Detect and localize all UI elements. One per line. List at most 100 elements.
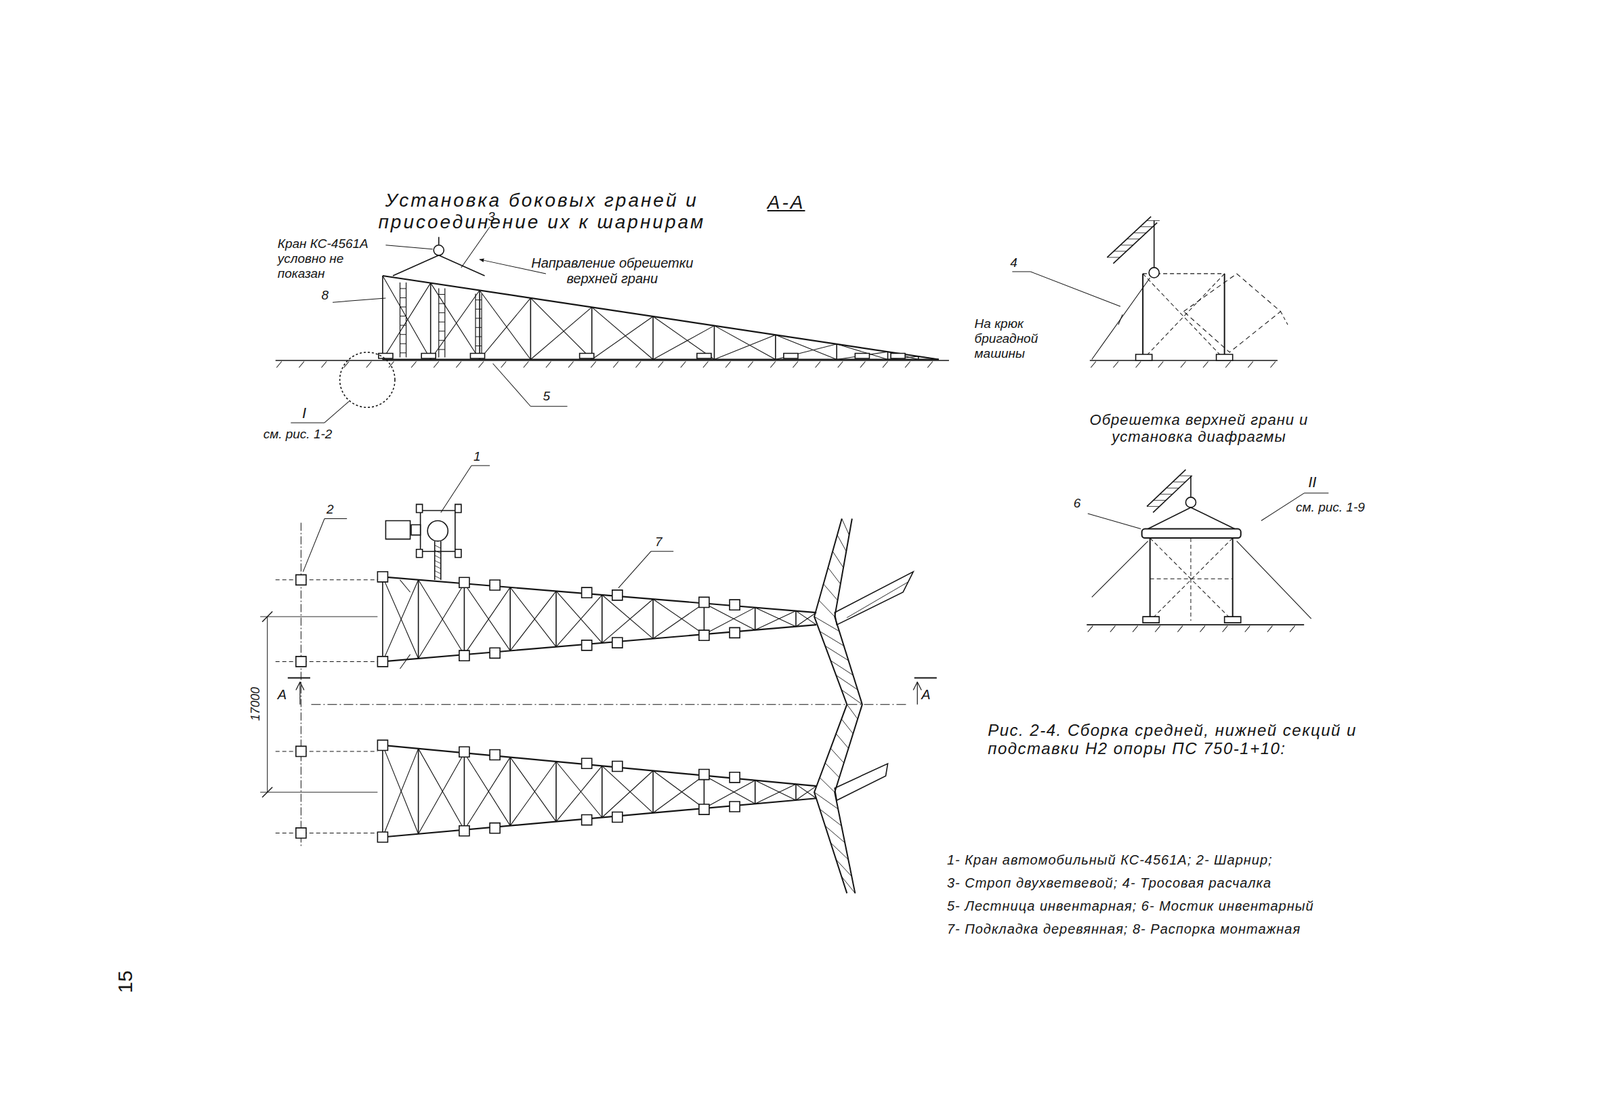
callout-number: 1 bbox=[473, 449, 481, 465]
ladder-rung bbox=[438, 330, 446, 332]
ground-hatch bbox=[1222, 625, 1229, 633]
ground-hatch bbox=[658, 361, 664, 368]
pad-symbol bbox=[489, 647, 500, 658]
tilted-face-dashed bbox=[1183, 273, 1281, 353]
section-arrow bbox=[917, 682, 918, 705]
ground-hatch bbox=[927, 361, 933, 368]
axis-line bbox=[275, 661, 378, 662]
body-lattice bbox=[825, 825, 845, 843]
diagonal-member bbox=[1142, 273, 1225, 360]
diagonal-member bbox=[795, 611, 817, 626]
ladder-rung bbox=[400, 287, 407, 289]
note-text: На крюк бригадной машины bbox=[974, 316, 1062, 362]
diagonal-member bbox=[795, 612, 817, 627]
ground-hatch bbox=[1270, 361, 1276, 368]
note-text: Кран КС-4561А условно не показан bbox=[277, 236, 381, 282]
ground-hatch bbox=[478, 361, 484, 368]
ladder-rung bbox=[438, 303, 446, 305]
diagonal-member bbox=[755, 780, 796, 800]
arm-chord bbox=[382, 745, 817, 786]
callout-number: 5 bbox=[542, 388, 551, 404]
pad-symbol bbox=[1142, 616, 1160, 623]
callout-number: 7 bbox=[655, 534, 663, 550]
axis-line bbox=[275, 832, 378, 834]
ground-hatch bbox=[882, 361, 889, 368]
ground-hatch bbox=[1090, 361, 1097, 368]
dimension-tick bbox=[262, 787, 273, 798]
crane-rope bbox=[1153, 220, 1155, 268]
diagonal-member bbox=[1150, 537, 1233, 621]
pad-symbol bbox=[581, 587, 593, 598]
diagonal-member bbox=[888, 351, 919, 360]
diagonal-member bbox=[382, 579, 419, 662]
leader-line bbox=[471, 465, 490, 467]
section-heading: Установка боковых граней и присоединение… bbox=[352, 189, 732, 234]
diagonal-member bbox=[530, 298, 592, 360]
vertical-member bbox=[703, 602, 706, 635]
dimension-line bbox=[266, 616, 268, 792]
hinge-symbol bbox=[296, 745, 307, 756]
leader-line bbox=[385, 245, 433, 250]
hinge-symbol bbox=[296, 656, 307, 667]
guy-rope bbox=[1236, 541, 1312, 619]
ladder-rung bbox=[400, 352, 407, 353]
diagonal-member bbox=[382, 748, 419, 838]
leader-line bbox=[302, 518, 325, 572]
vertical-member bbox=[555, 590, 557, 647]
outrigger-symbol bbox=[455, 549, 462, 558]
pad-symbol bbox=[489, 749, 500, 760]
ground-hatch bbox=[703, 361, 709, 368]
ground-hatch bbox=[1200, 625, 1206, 633]
boom-lattice bbox=[1140, 226, 1153, 227]
axis-line bbox=[275, 750, 378, 752]
section-arrow bbox=[913, 682, 918, 691]
boom-lattice bbox=[1106, 256, 1120, 258]
ground-hatch bbox=[545, 361, 552, 368]
body-lattice bbox=[825, 762, 840, 778]
vertical-member bbox=[430, 283, 432, 360]
outrigger-symbol bbox=[416, 503, 423, 513]
section-mark-label: А bbox=[277, 686, 287, 703]
boom-lattice bbox=[434, 555, 441, 559]
pad-symbol bbox=[699, 804, 710, 815]
pad-symbol bbox=[1135, 354, 1153, 361]
crane-boom bbox=[440, 541, 442, 580]
vertical-member bbox=[795, 783, 797, 800]
ground-hatch bbox=[1203, 361, 1209, 368]
ground-hatch bbox=[613, 361, 619, 368]
hook-symbol bbox=[1148, 267, 1160, 278]
leader-line bbox=[324, 401, 349, 423]
pad-symbol bbox=[699, 769, 710, 780]
diagonal-member bbox=[464, 757, 511, 830]
body-lattice bbox=[832, 551, 844, 568]
pad-symbol bbox=[1216, 354, 1233, 361]
hinge-symbol bbox=[296, 827, 307, 838]
boom-lattice bbox=[1127, 238, 1141, 240]
dimension-tick bbox=[262, 611, 273, 622]
top-chord bbox=[382, 275, 939, 360]
ladder-rung bbox=[400, 297, 407, 299]
pad-symbol bbox=[489, 579, 500, 591]
diagonal-member bbox=[464, 587, 511, 655]
callout-number: 2 bbox=[326, 501, 334, 517]
ladder-rung bbox=[400, 325, 407, 326]
diagonal-member bbox=[713, 325, 775, 360]
ground-hatch bbox=[792, 361, 798, 368]
diagonal-member bbox=[1150, 537, 1233, 621]
diagonal-member bbox=[382, 576, 419, 659]
ladder-rung bbox=[400, 343, 407, 345]
vertical-member bbox=[1232, 537, 1234, 621]
ladder-rung bbox=[400, 315, 407, 317]
reference-note: см. рис. 1-2 bbox=[263, 426, 333, 442]
leader-line bbox=[440, 465, 472, 513]
vertical-member bbox=[464, 752, 466, 830]
ladder-rung bbox=[400, 306, 407, 308]
callout-number: 6 bbox=[1073, 495, 1082, 511]
ground-hatch bbox=[1225, 361, 1231, 368]
body-lattice bbox=[814, 791, 838, 809]
pad-symbol bbox=[729, 772, 740, 783]
diagonal-member bbox=[602, 594, 654, 639]
ladder-rung bbox=[438, 321, 446, 323]
leader-line bbox=[290, 422, 325, 423]
boom-lattice bbox=[1146, 506, 1160, 507]
